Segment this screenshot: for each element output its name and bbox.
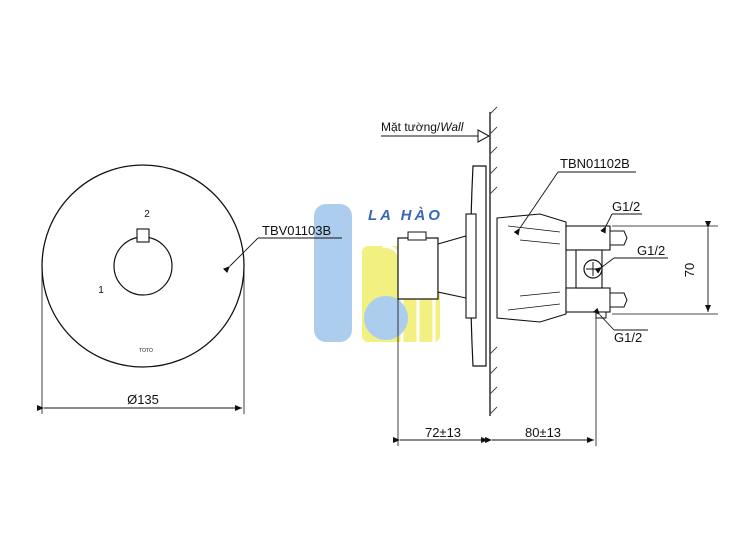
side-spindle-housing [465, 213, 477, 319]
side-fitting-bottom [565, 287, 611, 313]
handle-knob-circle [113, 236, 173, 296]
wall-label-italic: Wall [440, 120, 463, 134]
wall-hatch [489, 106, 498, 415]
thread-label-bottom: G1/2 [614, 330, 642, 345]
thread-label-middle: G1/2 [637, 243, 665, 258]
side-valve-body [496, 213, 567, 323]
depth-front-dimension: 72±13 [425, 425, 461, 440]
depth-back-dimension: 80±13 [525, 425, 561, 440]
wall-label: Mặt tường/Wall [381, 120, 464, 134]
handle-mark-left: 1 [98, 285, 104, 296]
thread-label-top: G1/2 [612, 199, 640, 214]
body-part-label: TBN01102B [560, 156, 630, 171]
side-handle-neck [437, 235, 467, 299]
height-dimension: 70 [682, 263, 697, 277]
handle-mark-top: 2 [144, 209, 150, 220]
wall-label-text: Mặt tường/ [381, 120, 441, 134]
cover-plate-circle [41, 164, 245, 368]
wall-pointer-triangle [477, 129, 491, 143]
front-view: 2 1 TOTO TBV01103B Ø135 [37, 164, 342, 414]
cover-part-label: TBV01103B [262, 223, 331, 238]
side-view: Mặt tường/Wall TBN01102B G1 [381, 106, 718, 446]
handle-indicator [136, 228, 150, 243]
brand-mark: TOTO [139, 348, 153, 354]
side-handle-cap [407, 231, 427, 241]
side-fitting-top [565, 225, 611, 251]
diameter-dimension: Ø135 [127, 392, 159, 407]
side-handle-body [397, 237, 439, 300]
watermark-text: LA HÀO [368, 207, 443, 224]
